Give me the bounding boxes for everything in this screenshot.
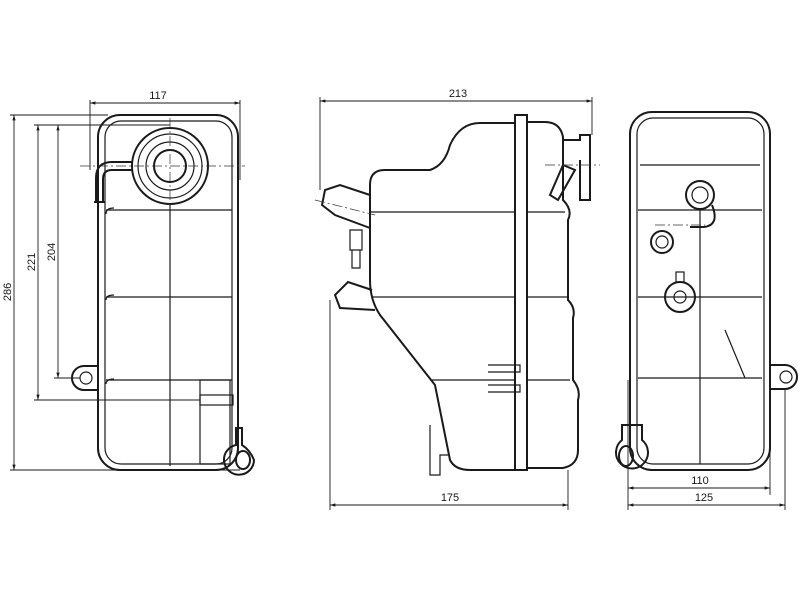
mounting-lug-bottom — [223, 427, 256, 476]
dimension-label-117: 117 — [149, 90, 167, 102]
rear-pipe-connector — [685, 180, 716, 228]
rear-mounting-lug-right — [770, 364, 798, 390]
overflow-pipe — [94, 161, 132, 203]
front-view: 117 286 221 204 — [2, 90, 256, 476]
tank-rear-outline — [629, 111, 771, 471]
dimension-label-204: 204 — [46, 243, 58, 261]
tank-side-right — [527, 121, 580, 469]
flange-plate — [514, 114, 528, 471]
dimension-label-125: 125 — [695, 492, 713, 504]
dimension-label-286: 286 — [2, 283, 14, 301]
outlet-pipe — [199, 394, 234, 406]
tank-inner-outline — [104, 120, 233, 465]
tank-outline — [97, 114, 239, 471]
sensor-port — [333, 280, 376, 311]
dimension-label-110: 110 — [691, 475, 709, 487]
tank-ribs — [106, 209, 232, 381]
rear-view: 110 125 — [615, 111, 798, 510]
cap-neck — [548, 134, 591, 202]
dimension-label-221: 221 — [26, 253, 38, 271]
inlet-pipe — [320, 183, 371, 229]
rear-port — [664, 271, 696, 313]
dimension-label-213: 213 — [449, 88, 467, 100]
dimension-label-175: 175 — [441, 492, 459, 504]
rear-sensor — [650, 230, 674, 254]
rear-mounting-lug-bottom — [615, 424, 649, 470]
side-view: 213 175 — [314, 88, 600, 510]
tank-side-outline — [369, 122, 516, 471]
